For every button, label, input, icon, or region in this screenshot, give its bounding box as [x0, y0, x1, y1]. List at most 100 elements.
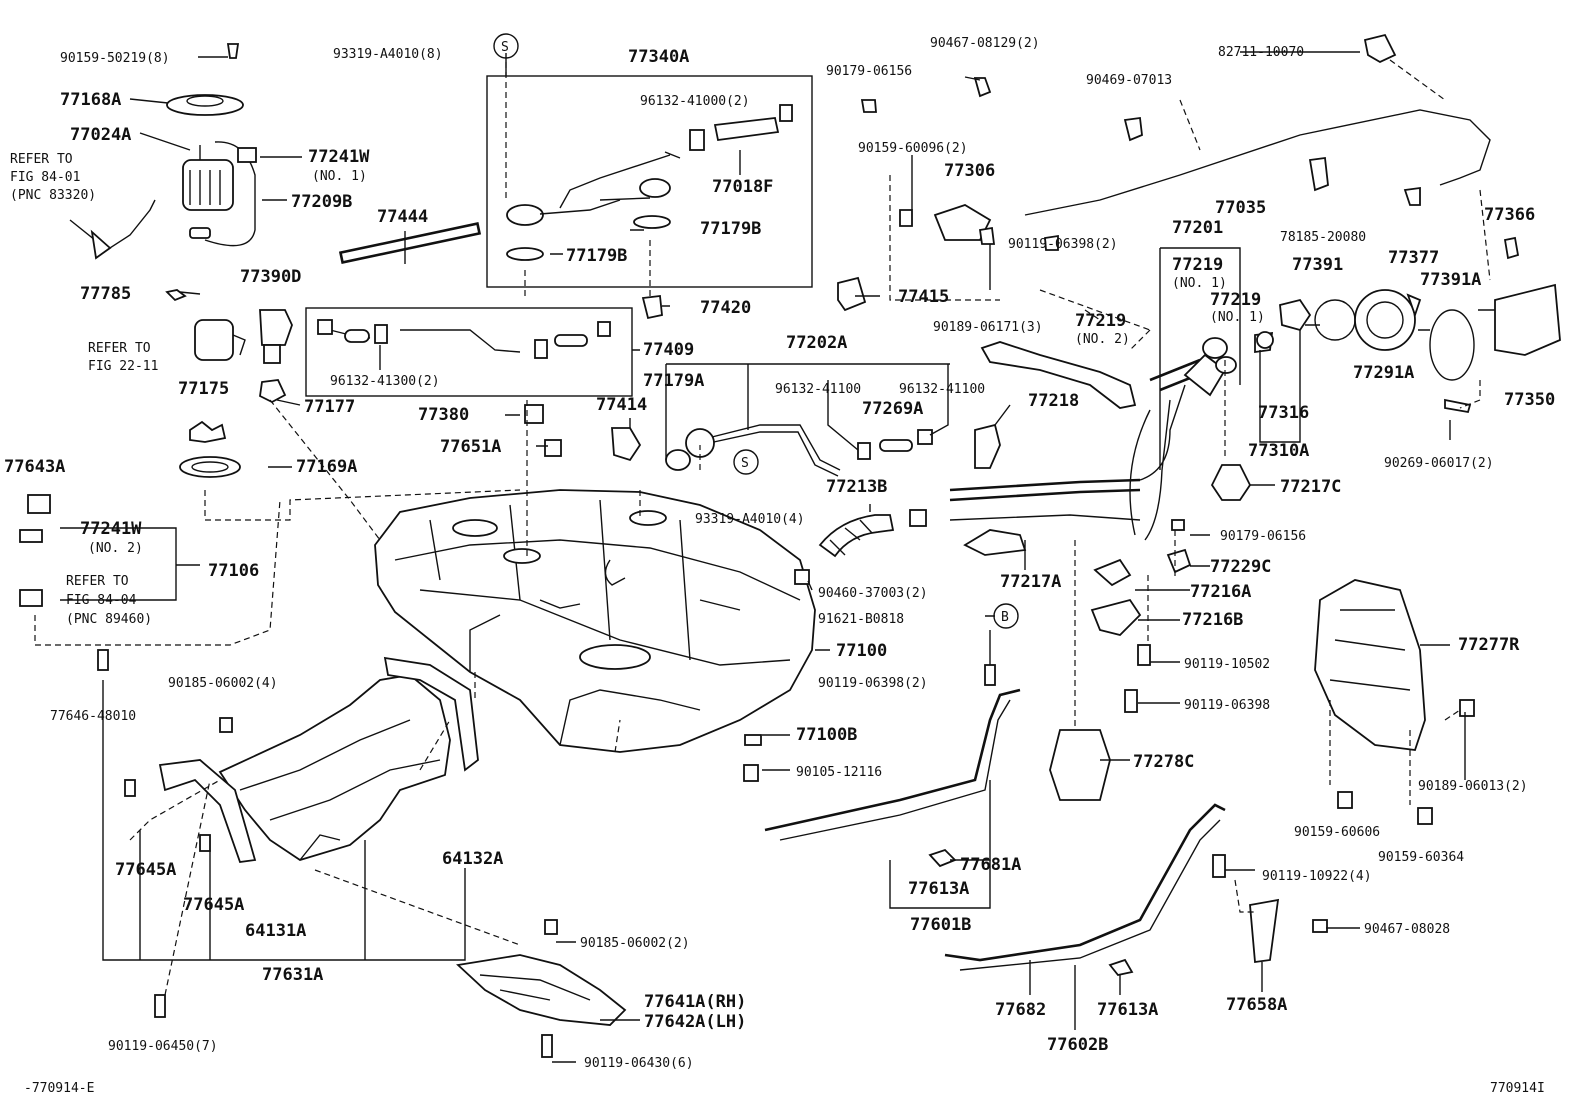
label-77169A: 77169A: [296, 457, 357, 477]
label-90269-06017: 90269-06017(2): [1384, 456, 1494, 471]
label-77306: 77306: [944, 161, 995, 181]
label-77179B-1: 77179B: [700, 219, 761, 239]
label-90469-07013: 90469-07013: [1086, 73, 1172, 88]
label-77106: 77106: [208, 561, 259, 581]
label-refer-84-01-c: (PNC 83320): [10, 188, 96, 203]
label-90189-06013: 90189-06013(2): [1418, 779, 1528, 794]
label-90179-06156-2: 90179-06156: [1220, 529, 1306, 544]
label-77177: 77177: [304, 397, 355, 417]
label-77414: 77414: [596, 395, 647, 415]
label-77340A: 77340A: [628, 47, 689, 67]
label-77785: 77785: [80, 284, 131, 304]
label-77213B: 77213B: [826, 477, 887, 497]
label-77168A: 77168A: [60, 90, 121, 110]
label-82711-10070: 82711-10070: [1218, 45, 1304, 60]
label-refer-22-11-b: FIG 22-11: [88, 359, 158, 374]
footer-ref-right: 770914I: [1490, 1081, 1545, 1096]
fuel-tube-group: [524, 276, 933, 585]
label-77350: 77350: [1504, 390, 1555, 410]
label-96132-41000: 96132-41000(2): [640, 94, 750, 109]
label-77651A: 77651A: [440, 437, 501, 457]
label-refer-84-01-a: REFER TO: [10, 152, 73, 167]
label-77217A: 77217A: [1000, 572, 1061, 592]
label-77601B: 77601B: [910, 915, 971, 935]
label-90159-60606: 90159-60606: [1294, 825, 1380, 840]
label-77175: 77175: [178, 379, 229, 399]
label-77602B: 77602B: [1047, 1035, 1108, 1055]
label-refer-22-11-a: REFER TO: [88, 341, 151, 356]
label-90119-06398-2b: 90119-06398(2): [1008, 237, 1118, 252]
label-77219-no1a: 77219: [1172, 255, 1223, 275]
label-no1-c: (NO. 1): [1210, 310, 1265, 325]
label-90105-12116: 90105-12116: [796, 765, 882, 780]
filler-pipe-group: [949, 298, 1356, 636]
label-90159-60096: 90159-60096(2): [858, 141, 968, 156]
label-90467-08129: 90467-08129(2): [930, 36, 1040, 51]
label-77380: 77380: [418, 405, 469, 425]
label-77201: 77201: [1172, 218, 1223, 238]
label-64131A: 64131A: [245, 921, 306, 941]
label-77278C: 77278C: [1133, 752, 1194, 772]
label-77035: 77035: [1215, 198, 1266, 218]
label-90159-50219: 90159-50219(8): [60, 51, 170, 66]
label-90460-37003: 90460-37003(2): [818, 586, 928, 601]
label-77100B: 77100B: [796, 725, 857, 745]
s-marker-circle-1: [493, 33, 519, 59]
label-77202A: 77202A: [786, 333, 847, 353]
label-90119-10502: 90119-10502: [1184, 657, 1270, 672]
box-77409: [305, 307, 633, 397]
label-s-marker-2: S: [741, 456, 749, 471]
label-93319-A4010-4: 93319-A4010(4): [695, 512, 805, 527]
label-no2-b: (NO. 2): [1075, 332, 1130, 347]
tank-bands: [764, 688, 1280, 976]
label-90159-60364: 90159-60364: [1378, 850, 1464, 865]
label-90189-06171: 90189-06171(3): [933, 320, 1043, 335]
label-77658A: 77658A: [1226, 995, 1287, 1015]
label-77018F: 77018F: [712, 177, 773, 197]
footer-ref-left: -770914-E: [24, 1081, 94, 1096]
label-77310A: 77310A: [1248, 441, 1309, 461]
label-77216B: 77216B: [1182, 610, 1243, 630]
fuel-lid-opener-cable: [860, 33, 1491, 251]
label-refer-84-04-b: FIG 84-04: [66, 593, 137, 608]
label-77444: 77444: [377, 207, 428, 227]
label-77219-no2: 77219: [1075, 311, 1126, 331]
label-77646-48010: 77646-48010: [50, 709, 136, 724]
label-77316: 77316: [1258, 403, 1309, 423]
label-77645A-1: 77645A: [115, 860, 176, 880]
label-90119-06398-2a: 90119-06398(2): [818, 676, 928, 691]
label-77366: 77366: [1484, 205, 1535, 225]
label-77100: 77100: [836, 641, 887, 661]
label-77216A: 77216A: [1190, 582, 1251, 602]
label-77409: 77409: [643, 340, 694, 360]
label-77643A: 77643A: [4, 457, 65, 477]
label-77241W-no1: 77241W: [308, 147, 370, 167]
dashed-leaders: [34, 59, 1491, 996]
label-77179A: 77179A: [643, 371, 704, 391]
label-77277R: 77277R: [1458, 635, 1520, 655]
label-no1-a: (NO. 1): [312, 169, 367, 184]
label-90119-06430: 90119-06430(6): [584, 1056, 694, 1071]
leader-lines: [60, 51, 1495, 1063]
label-77391A: 77391A: [1420, 270, 1481, 290]
label-96132-41100-1: 96132-41100: [775, 382, 861, 397]
b-marker-circle: [993, 603, 1019, 629]
label-77420: 77420: [700, 298, 751, 318]
label-77390D: 77390D: [240, 267, 301, 287]
label-77229C: 77229C: [1210, 557, 1271, 577]
tank-heat-insulator: [158, 656, 479, 863]
label-77241W-no2: 77241W: [80, 519, 142, 539]
fuel-tank-protector: [456, 954, 627, 1026]
label-90467-08028: 90467-08028: [1364, 922, 1450, 937]
label-77391: 77391: [1292, 255, 1343, 275]
label-90185-06002-4: 90185-06002(4): [168, 676, 278, 691]
label-77209B: 77209B: [291, 192, 352, 212]
label-77179B-2: 77179B: [566, 246, 627, 266]
label-77613A-2: 77613A: [1097, 1000, 1158, 1020]
label-77631A: 77631A: [262, 965, 323, 985]
label-refer-84-04-c: (PNC 89460): [66, 612, 152, 627]
label-90119-06398: 90119-06398: [1184, 698, 1270, 713]
label-77641A: 77641A(RH): [644, 992, 746, 1012]
s-marker-circle-2: [733, 449, 759, 475]
